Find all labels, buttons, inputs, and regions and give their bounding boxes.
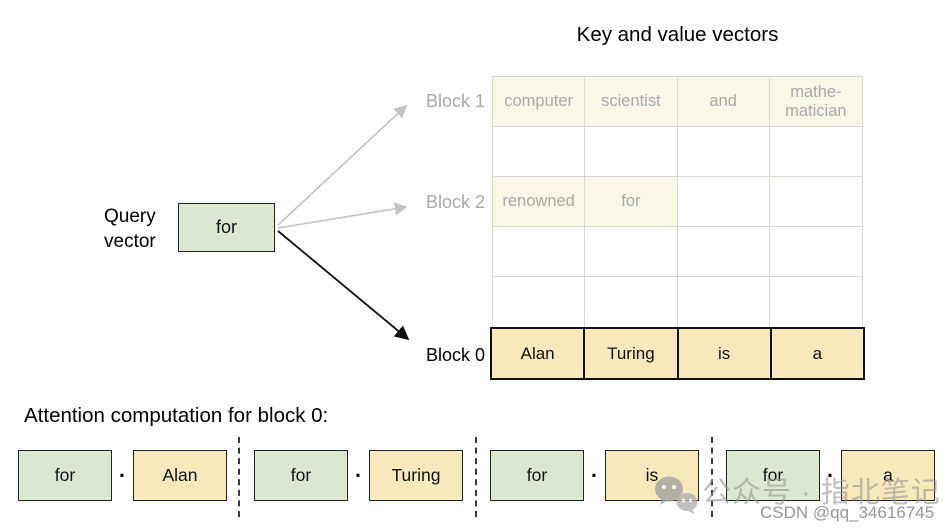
csdn-watermark-text: CSDN @qq_34616745 bbox=[760, 503, 935, 522]
kv-cell-empty bbox=[769, 227, 862, 277]
query-token-box: for bbox=[490, 450, 584, 501]
kv-cell-empty bbox=[585, 277, 678, 327]
attention-pair: for · is bbox=[490, 450, 699, 501]
kv-vectors-title: Key and value vectors bbox=[576, 23, 779, 46]
block2-row: renowned for bbox=[493, 177, 862, 227]
dot-product-symbol: · bbox=[826, 463, 835, 488]
query-token-box: for bbox=[178, 203, 275, 252]
kv-cell-active: is bbox=[676, 329, 770, 378]
empty-row bbox=[493, 127, 862, 177]
key-token-box: is bbox=[605, 450, 699, 501]
kv-cell-active: Turing bbox=[583, 329, 677, 378]
kv-cell: renowned bbox=[493, 177, 586, 227]
arrow-to-block0 bbox=[277, 230, 410, 341]
block0-row: Alan Turing is a bbox=[490, 327, 865, 380]
kv-cell-empty bbox=[493, 227, 586, 277]
kv-cell-empty bbox=[585, 227, 678, 277]
key-token-box: Turing bbox=[369, 450, 463, 501]
kv-cell-empty bbox=[677, 227, 770, 277]
dot-product-symbol: · bbox=[590, 463, 599, 488]
kv-cell-empty bbox=[769, 127, 862, 177]
attention-pair: for · a bbox=[726, 450, 935, 501]
query-token-text: for bbox=[215, 217, 237, 237]
kv-cell-active: Alan bbox=[492, 329, 584, 378]
attention-heading: Attention computation for block 0: bbox=[24, 404, 329, 427]
dot-product-symbol: · bbox=[354, 463, 363, 488]
kv-cell-empty bbox=[677, 277, 770, 327]
kv-cell-empty bbox=[493, 127, 586, 177]
kv-cache-grid: computer scientist and mathe- matician r… bbox=[492, 76, 863, 328]
block1-label: Block 1 bbox=[425, 91, 485, 111]
key-token-box: Alan bbox=[133, 450, 227, 501]
kv-cell-empty bbox=[585, 127, 678, 177]
empty-row bbox=[493, 277, 862, 327]
query-token-box: for bbox=[726, 450, 820, 501]
dot-product-symbol: · bbox=[118, 463, 127, 488]
kv-cell: for bbox=[585, 177, 678, 227]
query-token-box: for bbox=[18, 450, 112, 501]
kv-cell-empty bbox=[677, 177, 770, 227]
kv-cell-empty bbox=[769, 277, 862, 327]
block1-row: computer scientist and mathe- matician bbox=[493, 77, 862, 127]
pair-divider bbox=[475, 437, 477, 517]
kv-cell-empty bbox=[769, 177, 862, 227]
block0-label: Block 0 bbox=[425, 345, 485, 365]
empty-row bbox=[493, 227, 862, 277]
query-vector-label: Query vector bbox=[104, 206, 156, 252]
pair-divider bbox=[238, 437, 240, 517]
kv-cell: scientist bbox=[585, 77, 678, 127]
kv-cell: mathe- matician bbox=[769, 77, 862, 127]
pair-divider bbox=[711, 437, 713, 517]
block2-label: Block 2 bbox=[425, 192, 485, 212]
attention-pair: for · Turing bbox=[254, 450, 463, 501]
kv-cell: computer bbox=[493, 77, 586, 127]
query-token-box: for bbox=[254, 450, 348, 501]
kv-cell-empty bbox=[493, 277, 586, 327]
attention-pair: for · Alan bbox=[18, 450, 227, 501]
key-token-box: a bbox=[841, 450, 935, 501]
kv-cell: and bbox=[677, 77, 770, 127]
kv-cell-active: a bbox=[769, 329, 863, 378]
kv-cell-empty bbox=[677, 127, 770, 177]
